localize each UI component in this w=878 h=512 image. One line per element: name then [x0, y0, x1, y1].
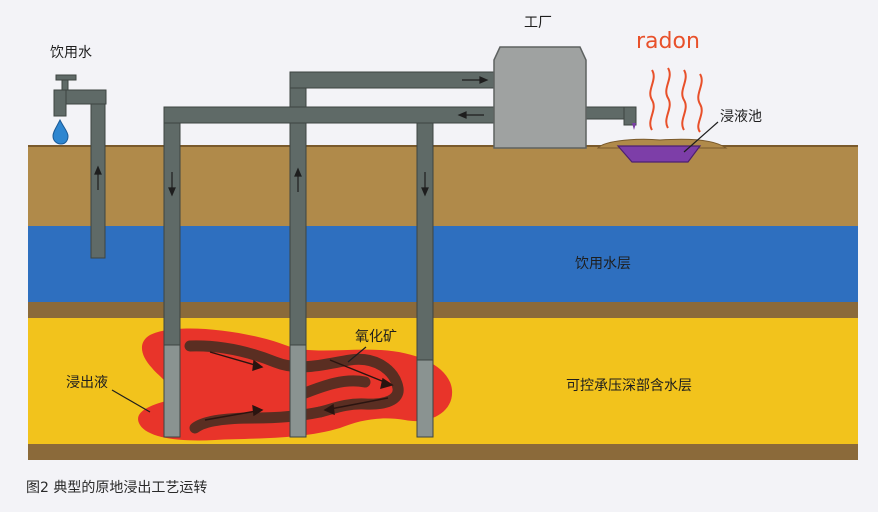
pipe-flow-arrows — [94, 76, 489, 197]
leader-lines — [111, 121, 719, 413]
oxidized-ore-label: 氧化矿 — [355, 329, 397, 345]
water-drop-icon — [52, 118, 69, 145]
factory-label: 工厂 — [524, 15, 552, 31]
flow-arrows — [204, 351, 394, 421]
radon-label: radon — [636, 29, 700, 54]
leach-pond-icon — [596, 123, 728, 163]
topsoil-layer — [28, 146, 858, 226]
confining-layer-lower — [28, 444, 858, 460]
pond-feed-spout — [623, 106, 637, 126]
confining-layer-upper — [28, 302, 858, 318]
drinking-water-label: 饮用水 — [50, 45, 92, 61]
factory-icon — [493, 46, 587, 149]
radon-wave-icon — [649, 67, 703, 133]
leach-pond-label: 浸液池 — [720, 109, 762, 125]
faucet-handle — [55, 74, 77, 81]
leachate-label: 浸出液 — [66, 375, 108, 391]
drinking-aquifer-label: 饮用水层 — [575, 256, 631, 272]
well-screens — [163, 344, 434, 438]
figure-caption: 图2 典型的原地浸出工艺运转 — [26, 480, 208, 496]
confined-aquifer-label: 可控承压深部含水层 — [566, 378, 692, 394]
faucet-spout — [53, 89, 67, 117]
drinking-aquifer-layer — [28, 226, 858, 302]
injection-header-pipe — [163, 106, 501, 124]
